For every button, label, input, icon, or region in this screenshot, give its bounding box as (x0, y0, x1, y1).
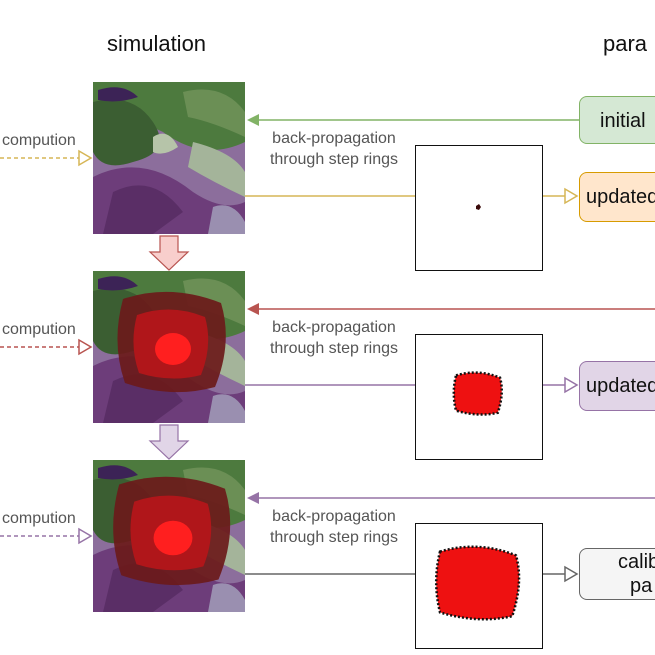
calibrated-line-2: pa (630, 575, 653, 597)
simulation-header: simulation (107, 31, 207, 56)
terrain-map (93, 82, 245, 234)
fire-perimeter-box (415, 523, 543, 649)
bp-line-2: through step rings (269, 151, 399, 168)
terrain-image (93, 271, 245, 423)
fire-perimeter-box (415, 334, 543, 460)
terrain-map (93, 271, 245, 423)
parameter-label: initial (600, 110, 646, 132)
calibrated-line-1: calib (618, 551, 655, 573)
fire-perimeter-box (415, 145, 543, 271)
bp-line-2: through step rings (269, 340, 399, 357)
fire-perimeter (434, 545, 521, 621)
bp-line-2: through step rings (269, 529, 399, 546)
down-block-arrow (148, 424, 190, 460)
computation-label: compution (2, 510, 76, 527)
terrain-map (93, 460, 245, 612)
down-block-arrow (148, 235, 190, 271)
parameter-label: updated (586, 375, 655, 397)
bp-line-1: back-propagation (272, 319, 396, 336)
terrain-image (93, 82, 245, 234)
parameters-header: para (603, 31, 648, 56)
fire-core (155, 333, 191, 365)
computation-label: compution (2, 132, 76, 149)
parameter-calibrated[interactable]: calibpa (579, 548, 655, 600)
back-propagation-label: back-propagation through step rings (258, 128, 410, 170)
fire-perimeter (452, 371, 504, 416)
parameter-initial[interactable]: initial (579, 96, 655, 144)
bp-line-1: back-propagation (272, 130, 396, 147)
fire-core (153, 520, 193, 556)
back-propagation-label: back-propagation through step rings (258, 506, 410, 548)
fire-perimeter (476, 204, 481, 210)
parameter-label: updated (586, 186, 655, 208)
parameter-updated[interactable]: updated (579, 172, 655, 222)
back-propagation-label: back-propagation through step rings (258, 317, 410, 359)
computation-label: compution (2, 321, 76, 338)
bp-line-1: back-propagation (272, 508, 396, 525)
parameter-updated[interactable]: updated (579, 361, 655, 411)
terrain-image (93, 460, 245, 612)
